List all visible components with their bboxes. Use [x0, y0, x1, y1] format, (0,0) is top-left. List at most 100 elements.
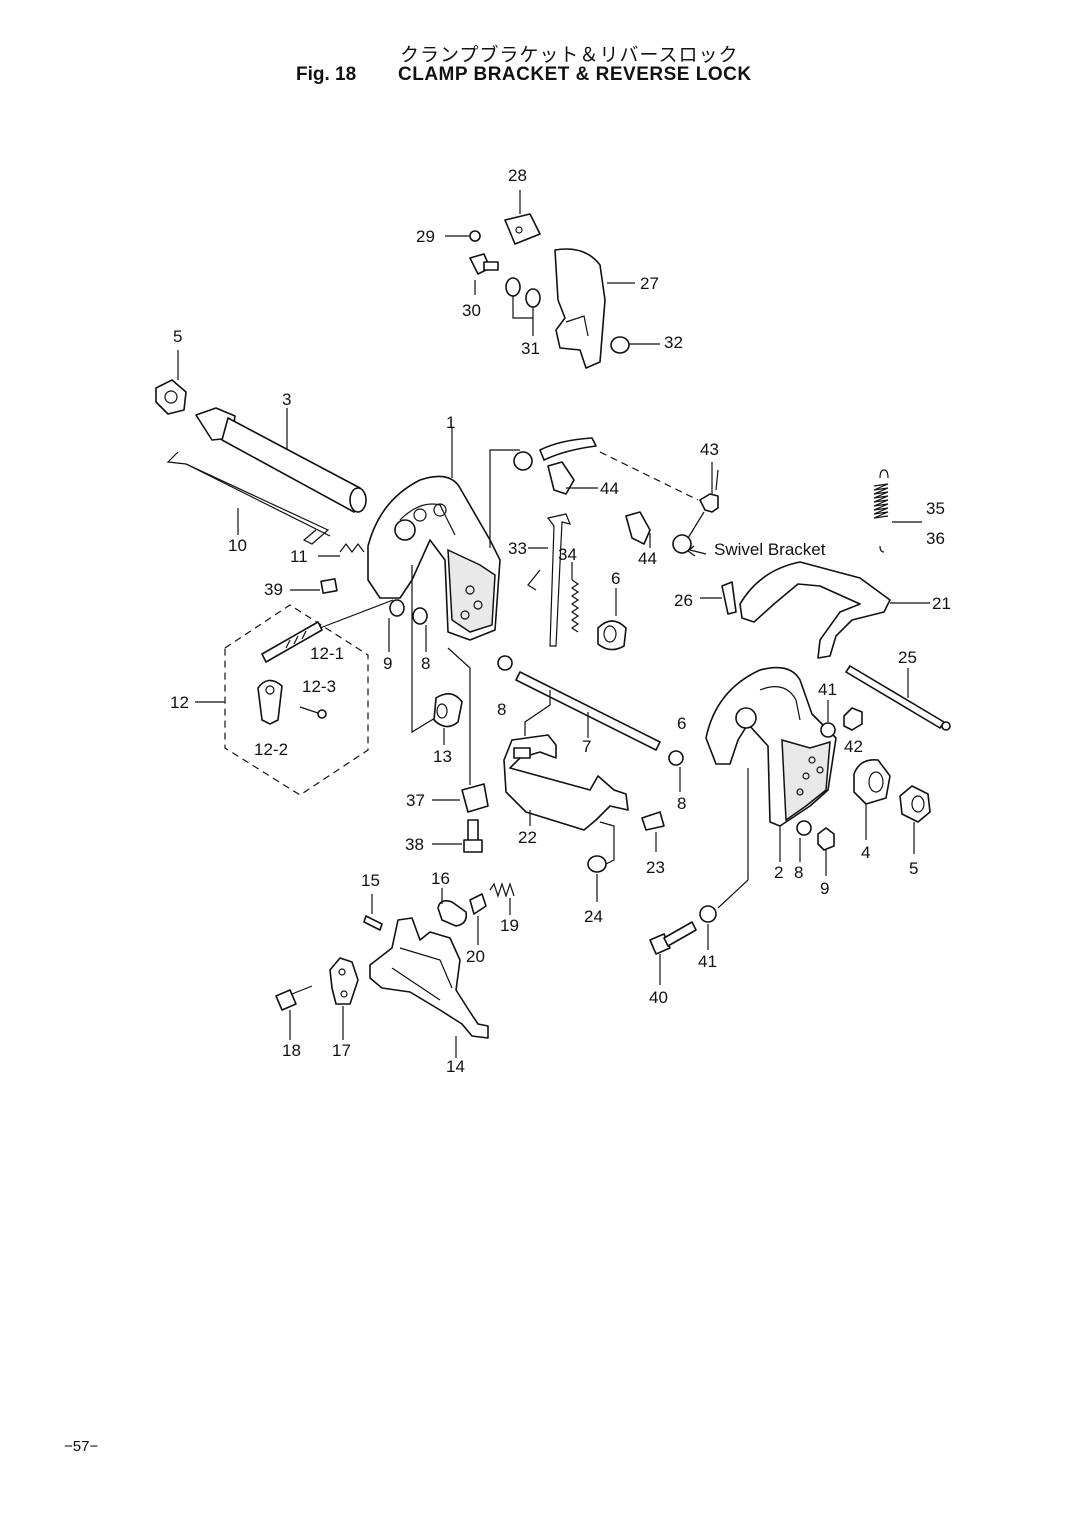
- callout-10: 10: [228, 536, 247, 555]
- part-25-shaft: [845, 665, 951, 731]
- callout-5-left: 5: [173, 327, 182, 346]
- part-21-reverse-lock-arm: [739, 561, 891, 659]
- callout-35: 35: [926, 499, 945, 518]
- callout-41-lower: 41: [698, 952, 717, 971]
- swivel-bracket-note: Swivel Bracket: [714, 540, 826, 559]
- callout-23: 23: [646, 858, 665, 877]
- callout-12-1: 12-1: [310, 644, 344, 663]
- part-43-cable: [513, 437, 597, 471]
- part-16-collar: [437, 900, 468, 927]
- callout-9-left: 9: [383, 654, 392, 673]
- part-29-screw: [469, 230, 481, 242]
- figure-title-japanese: クランプブラケット＆リバースロック: [400, 44, 739, 66]
- callout-31: 31: [521, 339, 540, 358]
- callout-24: 24: [584, 907, 603, 926]
- part-11-spring: [339, 543, 365, 553]
- part-6-bushing-center: [597, 620, 627, 651]
- part-13-bushing: [433, 693, 463, 728]
- part-24-washer: [587, 855, 607, 873]
- part-12-1-pin: [261, 621, 323, 663]
- callout-32: 32: [664, 333, 683, 352]
- callout-19: 19: [500, 916, 519, 935]
- callout-8-center: 8: [497, 700, 506, 719]
- callout-41-upper: 41: [818, 680, 837, 699]
- part-8-washer-left: [412, 607, 428, 625]
- part-8-washer-center: [497, 655, 513, 671]
- callout-29: 29: [416, 227, 435, 246]
- callout-12: 12: [170, 693, 189, 712]
- part-39-square-piece: [320, 578, 338, 594]
- callout-9-right: 9: [820, 879, 829, 898]
- figure-title-english: CLAMP BRACKET & REVERSE LOCK: [398, 64, 752, 85]
- callout-6-center: 6: [611, 569, 620, 588]
- part-40-bolt: [649, 921, 697, 955]
- part-1-clamp-bracket: [367, 475, 501, 641]
- callout-40: 40: [649, 988, 668, 1007]
- callout-44-lower: 44: [638, 549, 657, 568]
- part-30-bolt: [469, 253, 499, 275]
- part-38-bolt: [463, 819, 483, 853]
- callout-14: 14: [446, 1057, 465, 1076]
- callout-4: 4: [861, 843, 870, 862]
- part-3-clamp-shaft: [195, 407, 367, 513]
- part-22-bracket: [503, 734, 629, 831]
- callout-42: 42: [844, 737, 863, 756]
- callout-26: 26: [674, 591, 693, 610]
- part-41-washer-lower: [699, 905, 717, 923]
- callout-37: 37: [406, 791, 425, 810]
- part-17-plate: [329, 957, 359, 1005]
- part-5-nut-right: [899, 785, 931, 823]
- part-10-rod: [166, 451, 331, 545]
- swivel-bracket-arrow: [687, 545, 707, 557]
- callout-21: 21: [932, 594, 951, 613]
- part-26-pin: [721, 581, 737, 615]
- part-44-bolt-upper: [547, 461, 598, 495]
- part-34-spring: [570, 579, 580, 633]
- part-44-bolt-lower: [625, 511, 651, 545]
- part-5-nut-left: [155, 379, 187, 415]
- callout-5-right: 5: [909, 859, 918, 878]
- callout-16: 16: [431, 869, 450, 888]
- callout-3: 3: [282, 390, 291, 409]
- part-4-bushing: [853, 758, 891, 805]
- callout-34: 34: [558, 545, 577, 564]
- part-8-washer-right: [796, 820, 812, 836]
- callout-12-2: 12-2: [254, 740, 288, 759]
- callout-8-left: 8: [421, 654, 430, 673]
- callout-28: 28: [508, 166, 527, 185]
- callout-27: 27: [640, 274, 659, 293]
- part-9-nut-right: [817, 827, 835, 851]
- part-27-bracket: [554, 248, 606, 369]
- part-37-block: [461, 783, 489, 813]
- callout-17: 17: [332, 1041, 351, 1060]
- callout-44-upper: 44: [600, 479, 619, 498]
- part-2-clamp-bracket: [705, 666, 837, 827]
- part-20-plate: [469, 893, 487, 915]
- part-35-spring: [873, 469, 889, 553]
- part-28-plate: [504, 213, 541, 245]
- callout-7: 7: [582, 737, 591, 756]
- callout-18: 18: [282, 1041, 301, 1060]
- callout-1: 1: [446, 413, 455, 432]
- part-31-washers: [505, 277, 541, 308]
- part-18-bolt: [275, 985, 313, 1011]
- callout-30: 30: [462, 301, 481, 320]
- callout-15: 15: [361, 871, 380, 890]
- callout-8-right: 8: [794, 863, 803, 882]
- part-15-pin: [363, 915, 383, 931]
- callout-12-3: 12-3: [302, 677, 336, 696]
- part-23-screw: [641, 811, 665, 831]
- part-9-nut-left: [389, 599, 405, 617]
- part-8-washer-right-lower: [668, 750, 684, 766]
- callout-36: 36: [926, 529, 945, 548]
- callout-6-right: 6: [677, 714, 686, 733]
- callout-8-lower: 8: [677, 794, 686, 813]
- part-32-washer: [610, 336, 630, 354]
- part-14-lock-bracket: [369, 917, 489, 1039]
- callout-33: 33: [508, 539, 527, 558]
- callout-43: 43: [700, 440, 719, 459]
- callout-25: 25: [898, 648, 917, 667]
- part-12-group-outline: [224, 604, 369, 796]
- figure-number: Fig. 18: [296, 64, 357, 85]
- part-12-2-lever: [257, 679, 283, 725]
